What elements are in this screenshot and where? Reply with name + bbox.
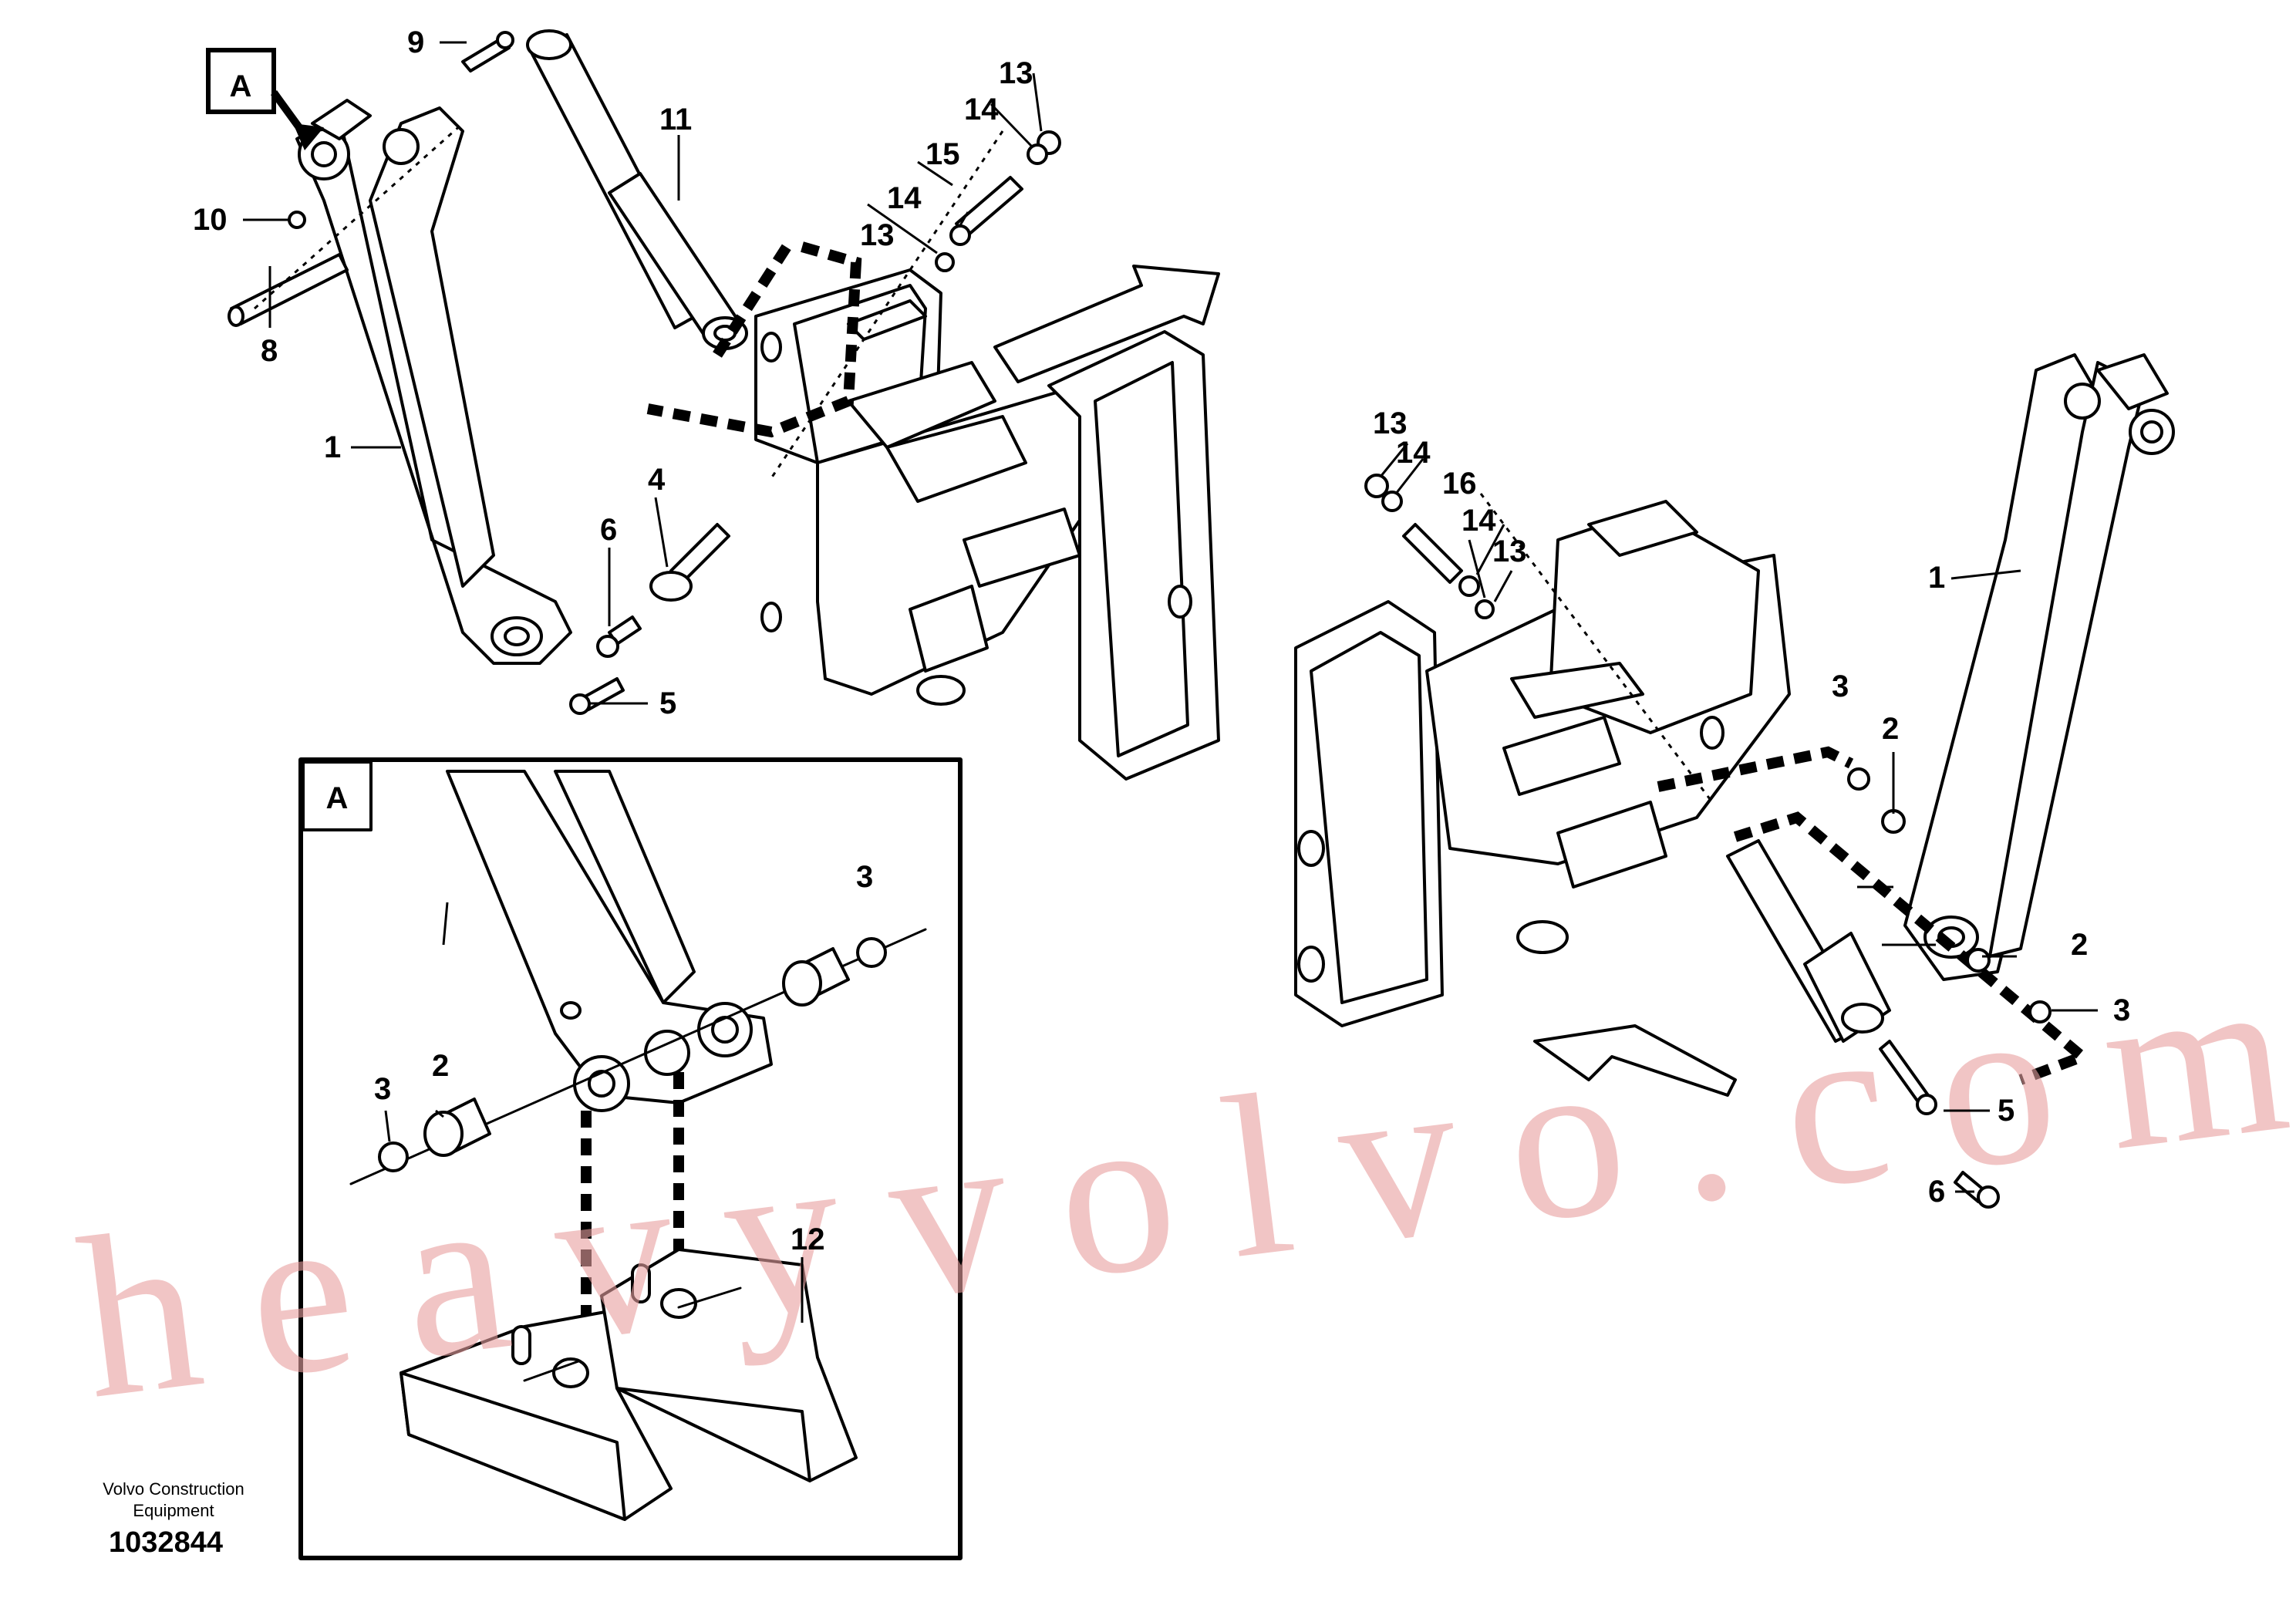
document-number: 1032844 [109, 1526, 223, 1559]
callout-1-left: 1 [324, 430, 341, 464]
right-frame-dashed-link [1657, 746, 1854, 792]
detail-bracket-12 [400, 1248, 858, 1521]
callout-13-b: 13 [860, 218, 895, 252]
callout-6-right: 6 [1928, 1175, 1945, 1209]
detail-arm-end [446, 770, 773, 1112]
callout-5-left: 5 [659, 686, 676, 720]
callout-3-detail-a: 3 [856, 860, 873, 894]
left-washers [935, 130, 1061, 272]
left-pin-8 [228, 253, 349, 327]
left-arm-centerline [254, 122, 464, 310]
right-frame-dashed-link-2 [1733, 811, 2093, 1085]
left-grease-nipple-10 [288, 211, 306, 229]
left-lift-arm [295, 99, 572, 665]
right-washers [1364, 474, 2052, 1023]
right-bolt-5 [1879, 1040, 1937, 1115]
callout-13-d: 13 [1492, 534, 1527, 568]
callout-11: 11 [659, 103, 692, 137]
callout-9: 9 [407, 25, 424, 59]
left-frame-dashed-link-2 [713, 244, 791, 358]
detail-bushing-upper [782, 937, 887, 1007]
right-nipple-6 [1954, 1171, 2000, 1209]
callout-2-right-a: 2 [1882, 712, 1899, 746]
credit-line-1: Volvo Construction [103, 1479, 244, 1499]
right-front-frame [1294, 500, 1791, 1027]
callout-3-right-b: 3 [2113, 993, 2130, 1027]
callout-12: 12 [791, 1222, 825, 1256]
callout-8: 8 [261, 334, 278, 368]
callout-16: 16 [1442, 467, 1477, 501]
left-frame-dashed-link [646, 241, 862, 438]
callout-15: 15 [925, 137, 960, 171]
callout-10: 10 [193, 203, 228, 237]
callout-14-b: 14 [887, 181, 922, 215]
callout-14-c: 14 [1396, 436, 1431, 470]
callout-14-d: 14 [1462, 504, 1496, 538]
callout-4: 4 [648, 463, 666, 497]
detail-inset-label: A [302, 760, 373, 831]
right-direction-arrow [1533, 1024, 1737, 1097]
left-bolt-5 [569, 677, 625, 715]
right-lift-arm [1903, 353, 2175, 981]
callout-2-detail: 2 [432, 1049, 449, 1083]
callout-6-left: 6 [600, 513, 617, 547]
callout-5-right: 5 [1998, 1094, 2014, 1128]
callout-13-c: 13 [1373, 406, 1408, 440]
detail-reference-label: A [206, 48, 324, 150]
left-centerline [770, 130, 1004, 479]
callout-3-detail-b: 3 [374, 1072, 391, 1106]
left-bolt-9 [461, 31, 514, 73]
left-pin-4 [649, 523, 730, 602]
callout-1-right: 1 [1928, 561, 1945, 595]
svg-text:A: A [230, 69, 252, 103]
svg-text:A: A [326, 781, 349, 815]
callout-13-a: 13 [999, 56, 1033, 90]
right-cylinder [1726, 839, 1891, 1043]
callout-2-right-b: 2 [2071, 928, 2088, 962]
callouts: 1 1 2 2 2 3 3 3 3 4 5 5 6 6 8 9 10 11 12… [193, 25, 2130, 1256]
detail-bushing-lower [378, 1098, 491, 1172]
left-nipple-6 [596, 615, 642, 658]
left-front-frame [754, 268, 1220, 781]
left-direction-arrow [993, 265, 1220, 383]
left-cylinder-11 [526, 29, 748, 350]
credit-line-2: Equipment [133, 1501, 214, 1520]
callout-leaders [243, 41, 2098, 1323]
credit-block: Volvo Construction Equipment 1032844 [103, 1479, 244, 1559]
callout-14-a: 14 [964, 93, 999, 126]
callout-3-right-a: 3 [1832, 669, 1849, 703]
